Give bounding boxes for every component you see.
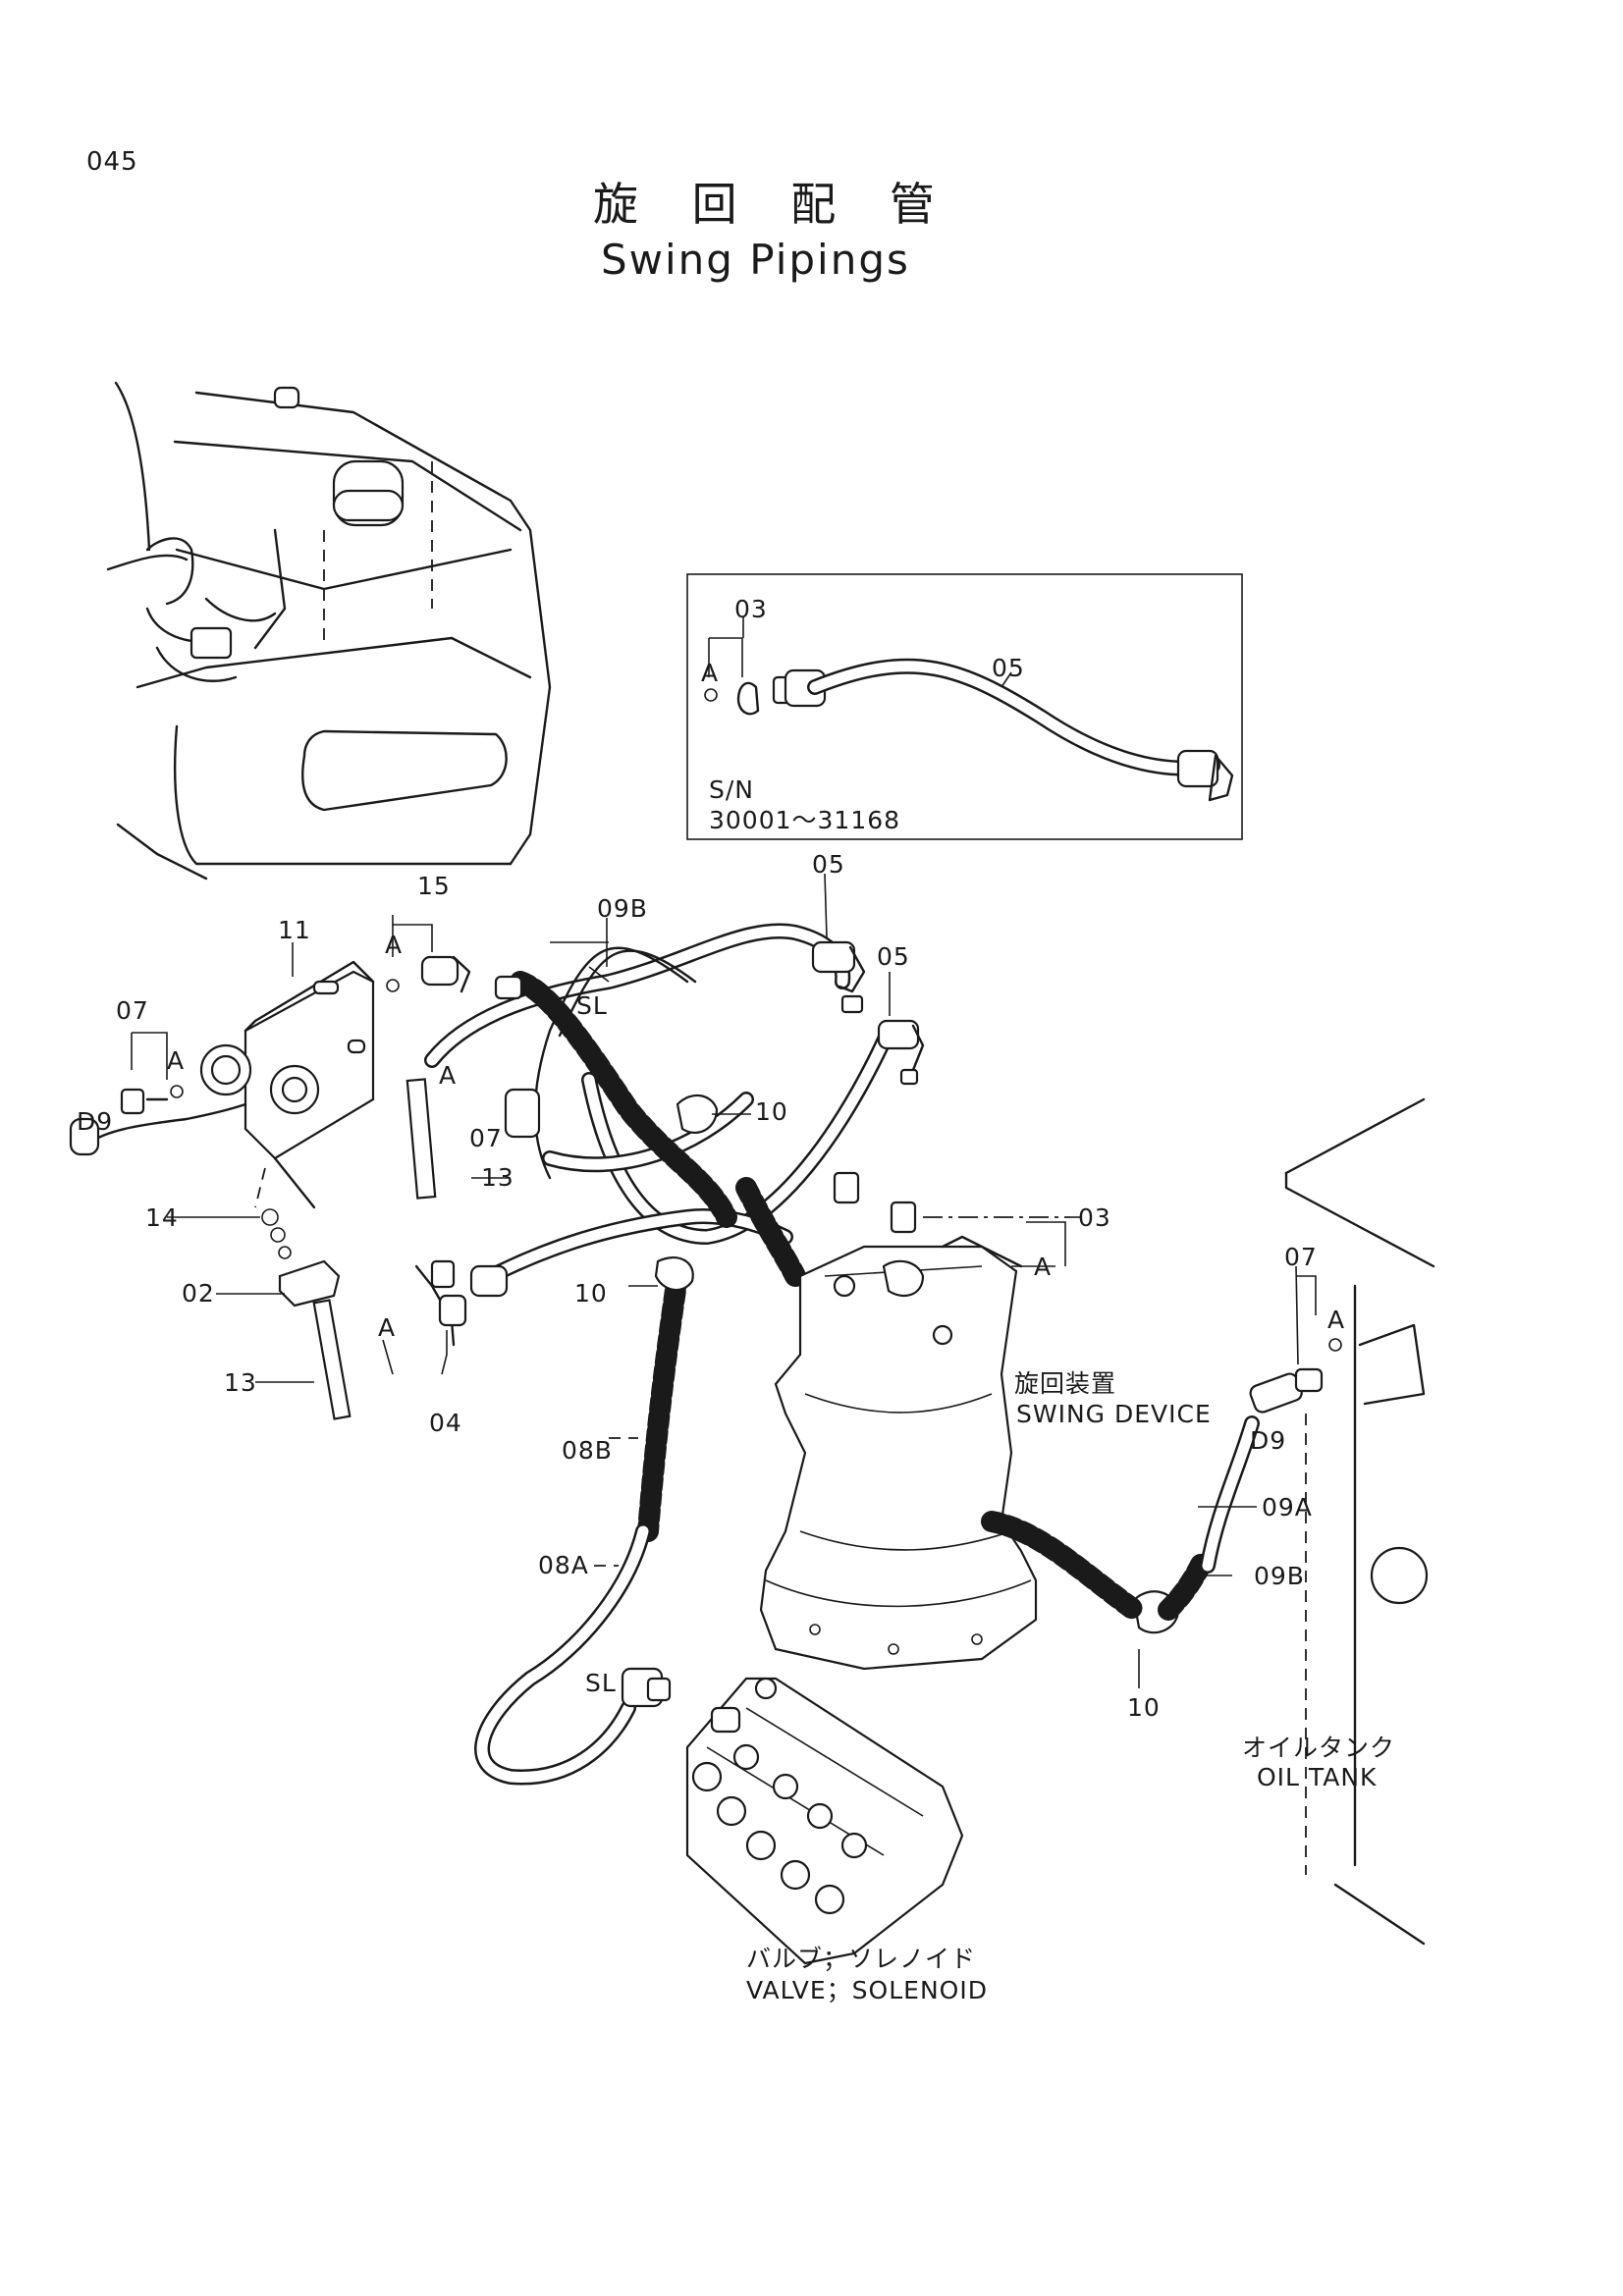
page-title-japanese: 旋 回 配 管 [593,178,954,231]
solenoid-valve-illustration [685,1677,964,1965]
part-label-10-third: 10 [1127,1693,1161,1722]
part-label-08a: 08A [538,1551,589,1579]
oil-tank-label: OIL TANK [1257,1763,1378,1791]
swing-device-label-jp: 旋回装置 [1014,1369,1117,1398]
part-ref-a-sixth: A [378,1313,397,1342]
sl-port-label-second: SL [585,1669,617,1697]
inset-part-label-05: 05 [992,654,1025,682]
part-label-13-second: 13 [224,1368,257,1397]
part-label-15: 15 [417,872,451,900]
part-ref-a-second: A [167,1046,186,1075]
solenoid-valve-label: VALVE；SOLENOID [746,1976,988,2004]
part-label-03: 03 [1078,1203,1111,1232]
inset-box [686,573,1243,840]
oil-tank-label-jp: オイルタンク [1242,1734,1396,1762]
part-ref-a-third: A [439,1061,458,1090]
part-label-10: 10 [755,1097,788,1126]
inset-serial-label: S/N [709,775,754,804]
part-label-10-second: 10 [574,1279,608,1308]
part-label-13: 13 [481,1163,514,1192]
part-label-05-second: 05 [877,942,910,971]
part-ref-a-fifth: A [1327,1306,1346,1334]
drain-label-d9: D9 [77,1107,114,1136]
part-label-05: 05 [812,850,845,879]
part-label-08b: 08B [562,1436,613,1465]
part-label-09b-second: 09B [1254,1562,1305,1590]
valve-block-illustration [69,960,437,1420]
solenoid-valve-label-jp: バルブ；ソレノイド [746,1945,977,1973]
inset-ref-label-a: A [701,659,720,687]
page-title: Swing Pipings [601,236,910,284]
hose-routing [424,923,1180,1786]
inset-serial-range: 30001～31168 [709,806,901,834]
part-label-07-third: 07 [1284,1243,1318,1271]
swing-device-illustration [759,1235,1260,1671]
part-label-11: 11 [278,916,311,944]
part-label-07: 07 [116,996,149,1025]
part-label-07-second: 07 [469,1124,503,1152]
part-ref-a: A [385,931,404,959]
oil-tank-illustration [1284,1097,1435,1946]
inset-part-label-03: 03 [734,595,768,623]
sl-port-label: SL [576,991,608,1020]
leader-lines [131,616,1342,1688]
drain-label-d9-second: D9 [1250,1426,1287,1455]
part-label-09b: 09B [597,894,648,923]
machine-body-illustration [106,381,552,881]
part-ref-a-fourth: A [1034,1253,1053,1281]
part-label-02: 02 [182,1279,215,1308]
swing-device-label: SWING DEVICE [1016,1400,1212,1428]
page-number: 045 [86,147,138,177]
part-label-09a: 09A [1262,1493,1313,1522]
part-label-04: 04 [429,1409,462,1437]
fittings [414,940,1324,1414]
part-label-14: 14 [145,1203,179,1232]
